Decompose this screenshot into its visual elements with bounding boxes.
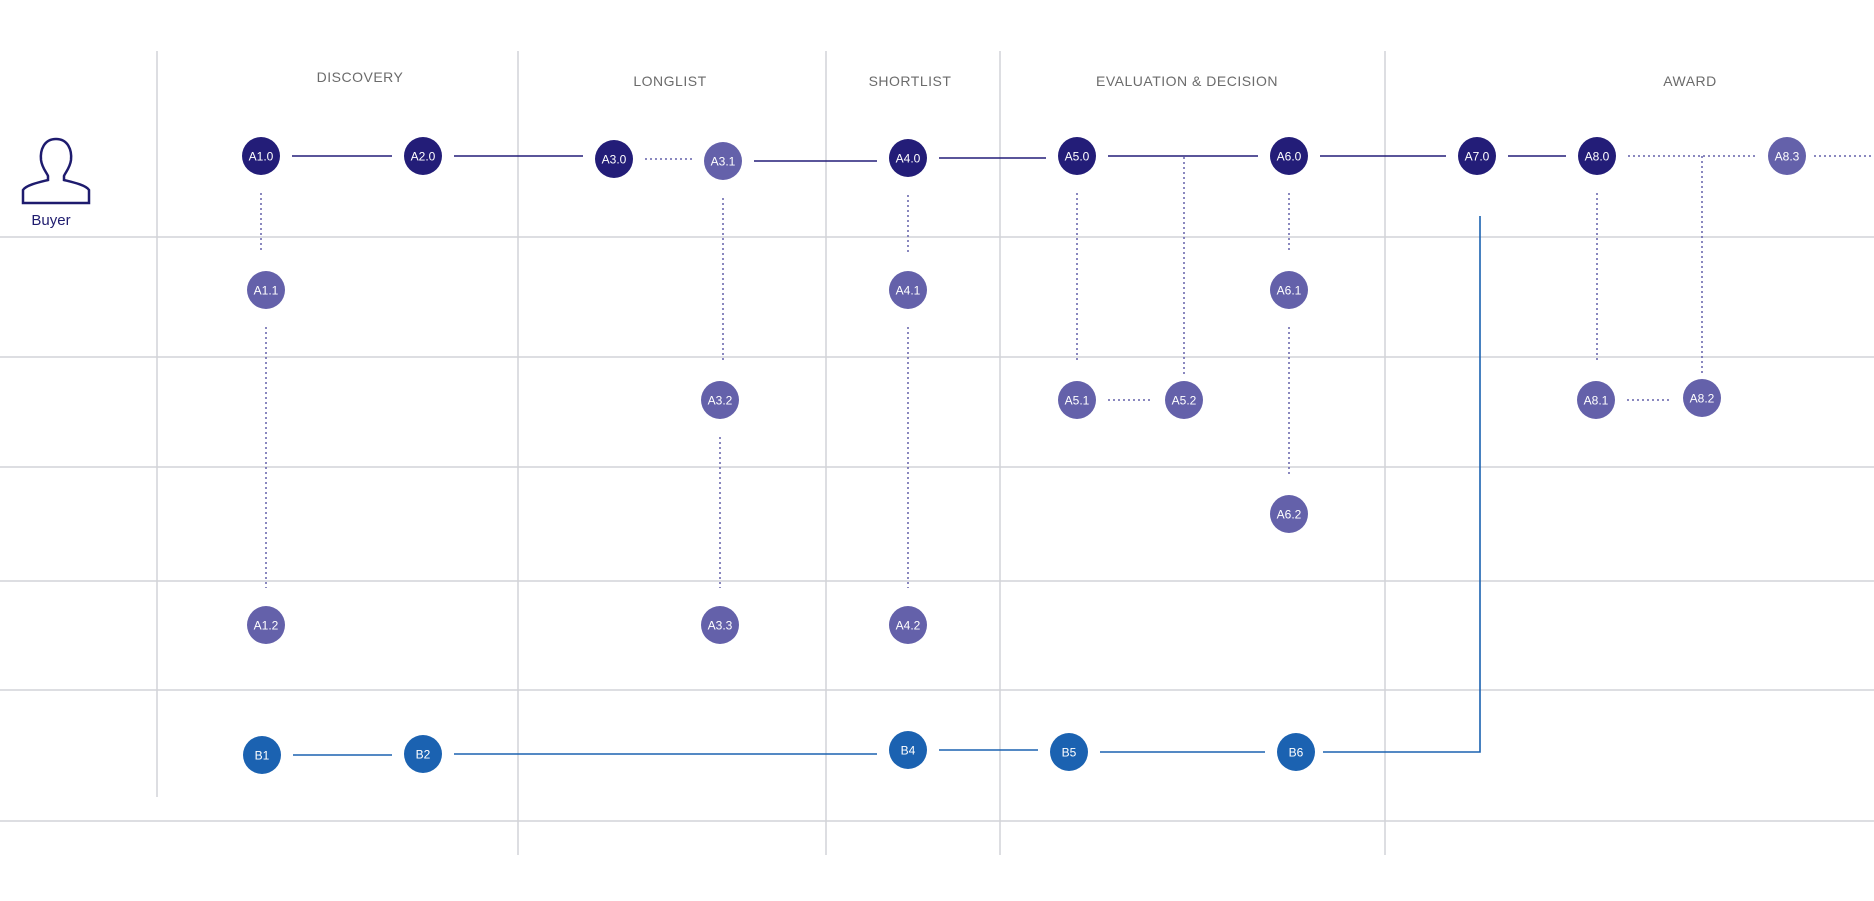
node-circle (247, 271, 285, 309)
node-B4[interactable]: B4 (889, 731, 927, 769)
connections (260, 155, 1874, 756)
node-B1[interactable]: B1 (243, 736, 281, 774)
node-label: B4 (901, 744, 916, 758)
node-circle (889, 606, 927, 644)
node-A8-1[interactable]: A8.1 (1577, 381, 1615, 419)
node-label: A1.1 (254, 284, 279, 298)
phase-label-evaluation: EVALUATION & DECISION (1096, 73, 1278, 89)
node-label: A7.0 (1465, 150, 1490, 164)
node-label: A5.0 (1065, 150, 1090, 164)
node-circle (889, 271, 927, 309)
node-circle (1277, 733, 1315, 771)
node-A3-3[interactable]: A3.3 (701, 606, 739, 644)
node-circle (1058, 381, 1096, 419)
node-label: B1 (255, 749, 270, 763)
node-label: A6.0 (1277, 150, 1302, 164)
node-A6-1[interactable]: A6.1 (1270, 271, 1308, 309)
node-label: A6.1 (1277, 284, 1302, 298)
node-A1-2[interactable]: A1.2 (247, 606, 285, 644)
node-circle (1683, 379, 1721, 417)
node-label: A3.2 (708, 394, 733, 408)
node-label: A4.1 (896, 284, 921, 298)
node-B5[interactable]: B5 (1050, 733, 1088, 771)
phase-label-longlist: LONGLIST (633, 73, 706, 89)
node-circle (1270, 495, 1308, 533)
node-label: A4.2 (896, 619, 921, 633)
node-circle (247, 606, 285, 644)
node-A6-2[interactable]: A6.2 (1270, 495, 1308, 533)
node-A6-0[interactable]: A6.0 (1270, 137, 1308, 175)
node-label: A1.2 (254, 619, 279, 633)
node-label: A8.0 (1585, 150, 1610, 164)
node-circle (1578, 137, 1616, 175)
node-circle (704, 142, 742, 180)
node-circle (1165, 381, 1203, 419)
node-circle (701, 381, 739, 419)
node-A4-0[interactable]: A4.0 (889, 139, 927, 177)
node-circle (1458, 137, 1496, 175)
node-label: B6 (1289, 746, 1304, 760)
node-label: A5.2 (1172, 394, 1197, 408)
node-B2[interactable]: B2 (404, 735, 442, 773)
node-label: B2 (416, 748, 431, 762)
node-circle (1050, 733, 1088, 771)
node-A8-2[interactable]: A8.2 (1683, 379, 1721, 417)
node-A2-0[interactable]: A2.0 (404, 137, 442, 175)
actor-buyer: Buyer (21, 137, 91, 229)
node-label: A1.0 (249, 150, 274, 164)
node-label: A2.0 (411, 150, 436, 164)
node-A5-0[interactable]: A5.0 (1058, 137, 1096, 175)
node-A1-1[interactable]: A1.1 (247, 271, 285, 309)
actor-label: Buyer (31, 212, 70, 229)
node-A8-0[interactable]: A8.0 (1578, 137, 1616, 175)
node-label: A3.0 (602, 153, 627, 167)
node-label: A5.1 (1065, 394, 1090, 408)
node-label: A3.1 (711, 155, 736, 169)
node-circle (1768, 137, 1806, 175)
node-A8-3[interactable]: A8.3 (1768, 137, 1806, 175)
node-A7-0[interactable]: A7.0 (1458, 137, 1496, 175)
node-B6[interactable]: B6 (1277, 733, 1315, 771)
node-label: A3.3 (708, 619, 733, 633)
node-A3-2[interactable]: A3.2 (701, 381, 739, 419)
node-circle (701, 606, 739, 644)
phase-label-award: AWARD (1663, 73, 1717, 89)
phase-label-discovery: DISCOVERY (317, 69, 404, 85)
node-circle (595, 140, 633, 178)
node-label: A8.3 (1775, 150, 1800, 164)
node-circle (1270, 271, 1308, 309)
node-A1-0[interactable]: A1.0 (242, 137, 280, 175)
node-circle (404, 137, 442, 175)
person-icon (21, 137, 91, 205)
grid-lines (0, 51, 1874, 855)
edge-B6-to-A7-0 (1323, 216, 1481, 753)
node-label: B5 (1062, 746, 1077, 760)
node-A5-2[interactable]: A5.2 (1165, 381, 1203, 419)
node-A3-0[interactable]: A3.0 (595, 140, 633, 178)
node-circle (404, 735, 442, 773)
node-A5-1[interactable]: A5.1 (1058, 381, 1096, 419)
node-circle (1058, 137, 1096, 175)
phase-labels: DISCOVERY LONGLIST SHORTLIST EVALUATION … (317, 69, 1717, 89)
node-label: A8.1 (1584, 394, 1609, 408)
node-circle (243, 736, 281, 774)
node-A3-1[interactable]: A3.1 (704, 142, 742, 180)
node-circle (1577, 381, 1615, 419)
node-circle (242, 137, 280, 175)
nodes: A1.0 A2.0 A3.0 A3.1 A4.0 A5.0 A6.0 A7.0 A8.0 A8.3… (242, 137, 1806, 774)
node-A4-1[interactable]: A4.1 (889, 271, 927, 309)
node-A4-2[interactable]: A4.2 (889, 606, 927, 644)
node-circle (889, 139, 927, 177)
phase-label-shortlist: SHORTLIST (869, 73, 952, 89)
node-label: A4.0 (896, 152, 921, 166)
node-label: A6.2 (1277, 508, 1302, 522)
node-circle (889, 731, 927, 769)
node-label: A8.2 (1690, 392, 1715, 406)
node-circle (1270, 137, 1308, 175)
